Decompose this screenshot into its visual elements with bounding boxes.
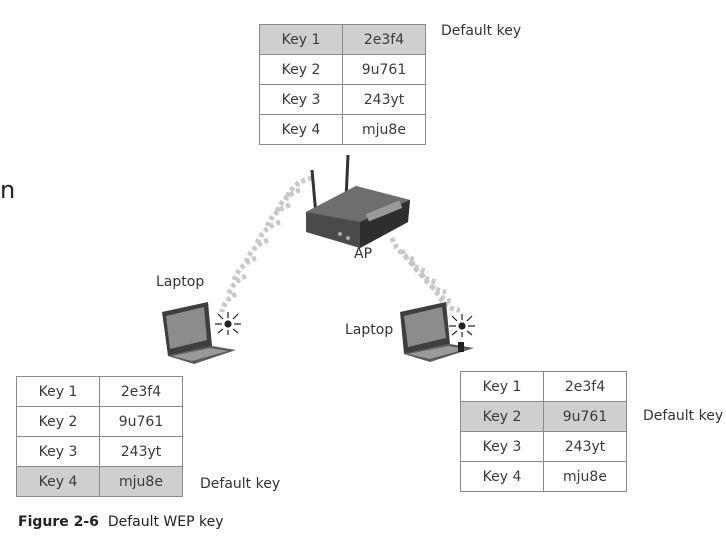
- signal-burst-left-icon: [215, 312, 241, 335]
- figure-title: Default WEP key: [107, 514, 224, 530]
- key-value: mju8e: [543, 461, 627, 492]
- key-name: Key 1: [16, 376, 100, 407]
- figure-number: Figure 2-6: [18, 514, 99, 530]
- key-name: Key 2: [16, 406, 100, 437]
- access-point-icon: [306, 154, 410, 248]
- key-name: Key 2: [460, 401, 544, 432]
- key-value: 2e3f4: [99, 376, 183, 407]
- key-value: 9u761: [342, 54, 426, 85]
- key-value: 243yt: [99, 436, 183, 467]
- laptop-left-icon: [162, 302, 236, 364]
- key-name: Key 3: [460, 431, 544, 462]
- radio-waves-left: [219, 175, 313, 313]
- radio-waves-right: [389, 237, 461, 313]
- key-name: Key 4: [460, 461, 544, 492]
- key-value: mju8e: [99, 466, 183, 497]
- signal-burst-right-icon: [449, 314, 475, 337]
- key-value: 2e3f4: [543, 371, 627, 402]
- laptop-right-label: Laptop: [345, 322, 394, 338]
- key-name: Key 3: [16, 436, 100, 467]
- key-name: Key 1: [460, 371, 544, 402]
- key-value: 9u761: [99, 406, 183, 437]
- partial-text-glyph: n: [0, 176, 16, 204]
- key-name: Key 4: [259, 114, 343, 145]
- key-value: 2e3f4: [342, 24, 426, 55]
- key-name: Key 1: [259, 24, 343, 55]
- ap-label: AP: [354, 246, 373, 262]
- key-value: mju8e: [342, 114, 426, 145]
- key-name: Key 4: [16, 466, 100, 497]
- laptop-left-default-key-label: Default key: [200, 476, 281, 492]
- ap-default-key-label: Default key: [441, 23, 522, 39]
- key-value: 243yt: [543, 431, 627, 462]
- key-value: 9u761: [543, 401, 627, 432]
- laptop-right-default-key-label: Default key: [643, 408, 724, 424]
- key-value: 243yt: [342, 84, 426, 115]
- key-name: Key 3: [259, 84, 343, 115]
- laptop-right-icon: [400, 302, 474, 362]
- key-name: Key 2: [259, 54, 343, 85]
- laptop-left-label: Laptop: [156, 274, 205, 290]
- figure-caption: Figure 2-6 Default WEP key: [18, 514, 224, 530]
